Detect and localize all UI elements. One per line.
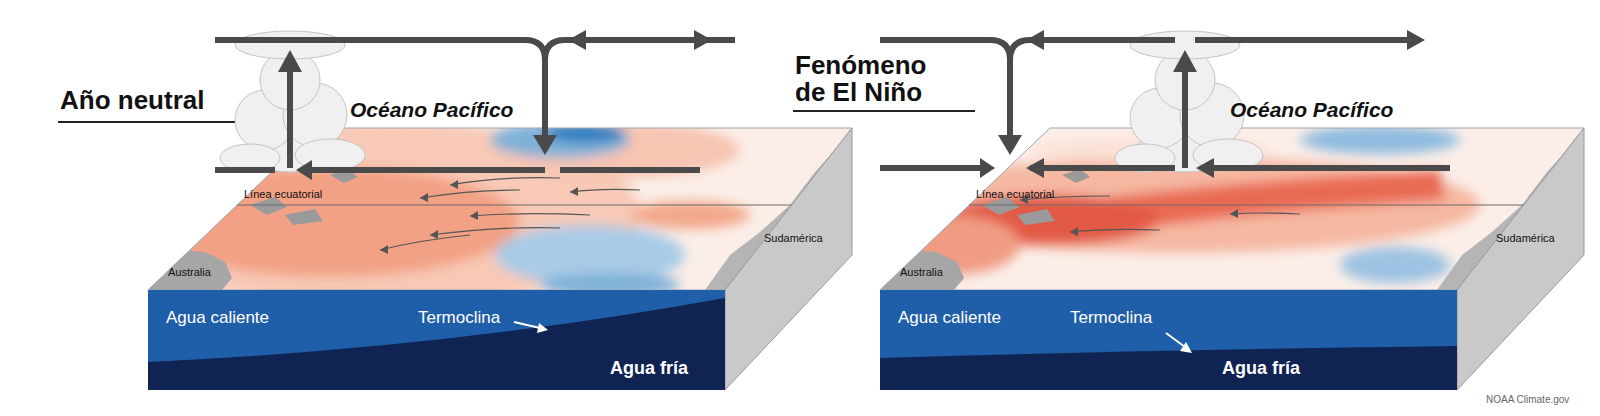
water-label: Agua fría [1222, 358, 1300, 379]
equator-label: Línea ecuatorial [244, 188, 322, 201]
water-label: Agua caliente [898, 308, 1001, 328]
title-underline [58, 121, 245, 123]
water-label: Agua fría [610, 358, 688, 379]
walker-circulation [880, 30, 1450, 178]
panel-title: Año neutral [60, 86, 204, 116]
title-underline [793, 110, 975, 112]
walker-circulation [215, 30, 735, 180]
continent-label: Australia [168, 266, 211, 279]
continent-label: Sudamérica [1496, 232, 1555, 245]
ocean-label: Océano Pacífico [1230, 98, 1393, 122]
thermocline-label: Termoclina [1070, 308, 1152, 328]
water-label: Agua caliente [166, 308, 269, 328]
equator-label: Línea ecuatorial [976, 188, 1054, 201]
neutral-ocean-block [120, 120, 860, 390]
ocean-label: Océano Pacífico [350, 98, 513, 122]
panel-title: Fenómeno de El Niño [795, 52, 945, 107]
thermocline-label: Termoclina [418, 308, 500, 328]
watermark: NOAA Climate.gov [1486, 394, 1569, 406]
continent-label: Australia [900, 266, 943, 279]
el-nino-ocean-block [880, 126, 1592, 390]
continent-label: Sudamérica [764, 232, 823, 245]
